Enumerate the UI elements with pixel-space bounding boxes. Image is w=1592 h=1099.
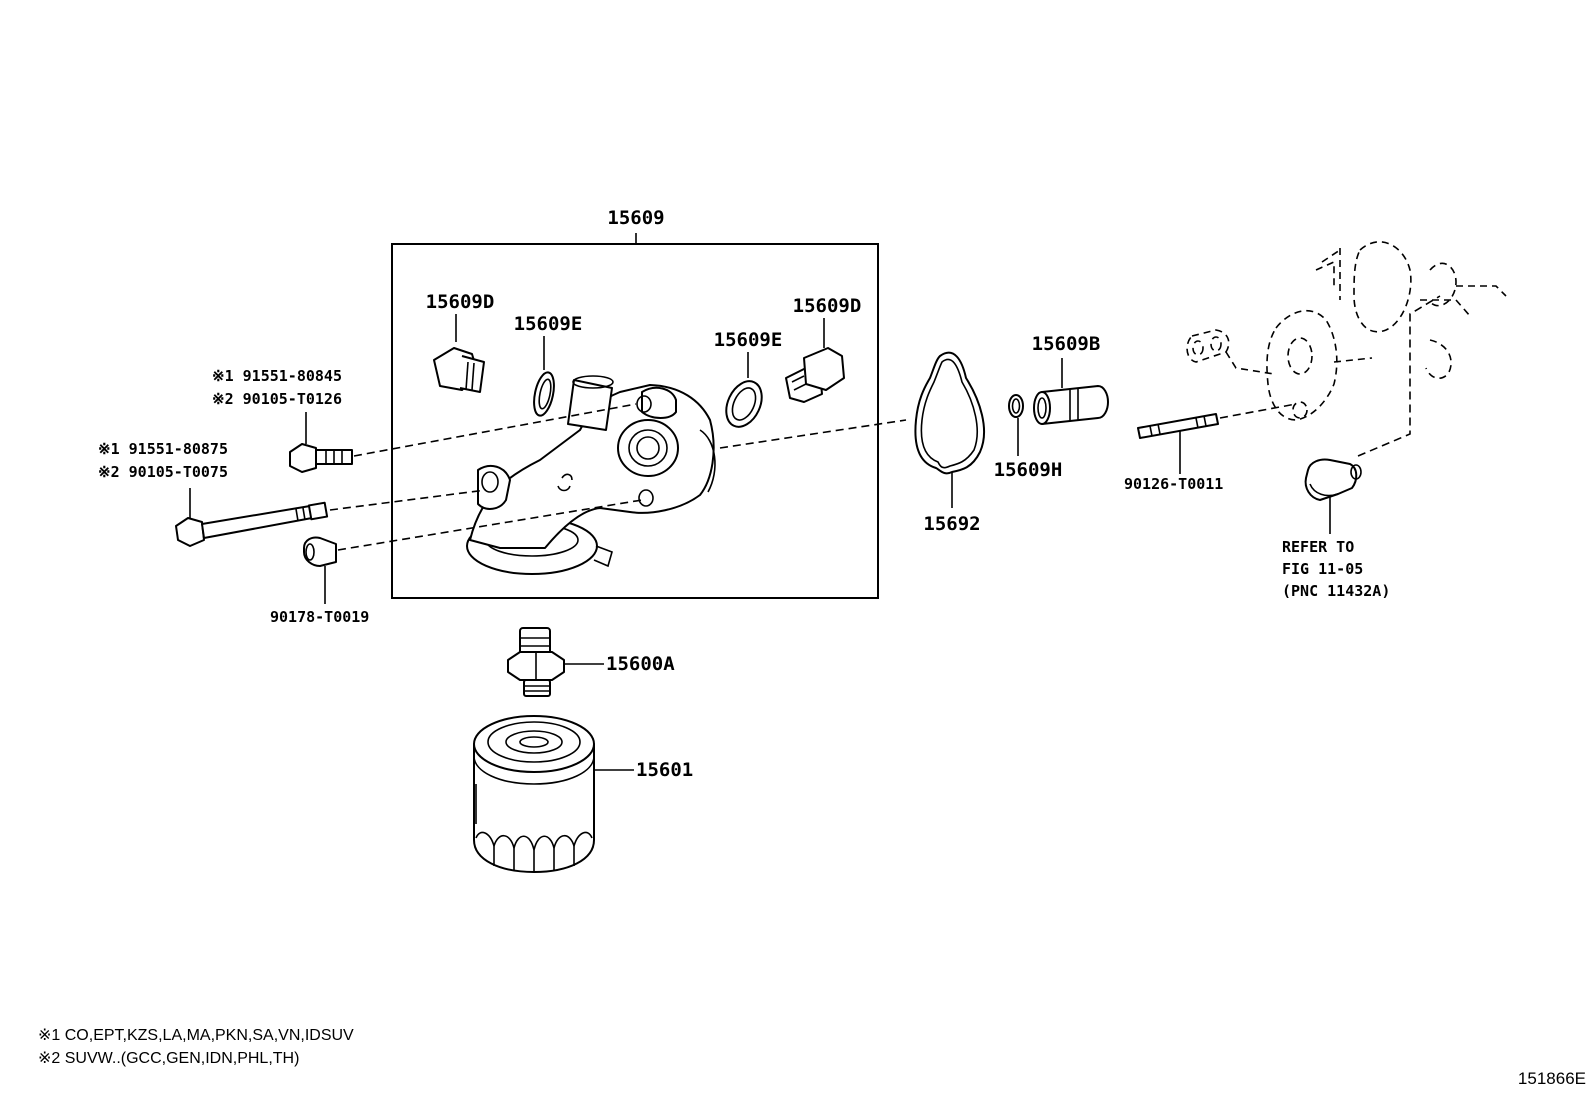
refer-note-line3: (PNC 11432A) — [1282, 582, 1390, 600]
oil-filter-bracket-housing — [466, 375, 716, 575]
nut-90178 — [303, 536, 337, 604]
label-15609e-right: 15609E — [714, 329, 783, 351]
label-15692: 15692 — [923, 513, 980, 535]
label-15609d-right: 15609D — [793, 295, 862, 317]
plug-right-15609d — [785, 318, 845, 403]
label-15601: 15601 — [636, 759, 693, 781]
ring-15609h — [1008, 394, 1024, 456]
label-15609: 15609 — [607, 207, 664, 229]
label-bolt-long-line1: ※1 91551-80875 — [98, 440, 228, 458]
label-15609e-left: 15609E — [514, 313, 583, 335]
gasket-left-15609e — [533, 336, 555, 417]
assembly-bracket-box — [391, 233, 879, 599]
footnote-2: ※2 SUVW..(GCC,GEN,IDN,PHL,TH) — [38, 1050, 299, 1067]
union-15600a — [507, 627, 604, 697]
label-15609d-left: 15609D — [426, 291, 495, 313]
gasket-right-15609e — [725, 352, 763, 428]
footnote-1: ※1 CO,EPT,KZS,LA,MA,PKN,SA,VN,IDSUV — [38, 1027, 354, 1044]
plug-refer-fig — [1304, 458, 1362, 534]
bolt-upper — [289, 412, 353, 473]
label-15600a: 15600A — [606, 653, 675, 675]
label-90178: 90178-T0019 — [270, 608, 369, 626]
oil-filter-15601 — [473, 715, 634, 873]
label-15609h: 15609H — [994, 459, 1063, 481]
label-bolt-upper-line1: ※1 91551-80845 — [212, 367, 342, 385]
o-ring-gasket-15692 — [914, 351, 986, 508]
label-15609b: 15609B — [1032, 333, 1101, 355]
stud-90126 — [1137, 413, 1219, 474]
label-bolt-long-line2: ※2 90105-T0075 — [98, 463, 228, 481]
relief-valve-15609b — [1033, 358, 1109, 425]
refer-note-line1: REFER TO — [1282, 538, 1354, 556]
plug-left-15609d — [433, 314, 485, 393]
alignment-lines-right — [719, 295, 1441, 457]
alignment-lines-left — [329, 403, 643, 551]
engine-block-ghost-outline — [1186, 241, 1507, 421]
label-bolt-upper-line2: ※2 90105-T0126 — [212, 390, 342, 408]
refer-note-line2: FIG 11-05 — [1282, 560, 1363, 578]
label-90126: 90126-T0011 — [1124, 475, 1223, 493]
figure-code: 151866E — [1518, 1069, 1586, 1088]
bolt-long — [175, 488, 329, 547]
